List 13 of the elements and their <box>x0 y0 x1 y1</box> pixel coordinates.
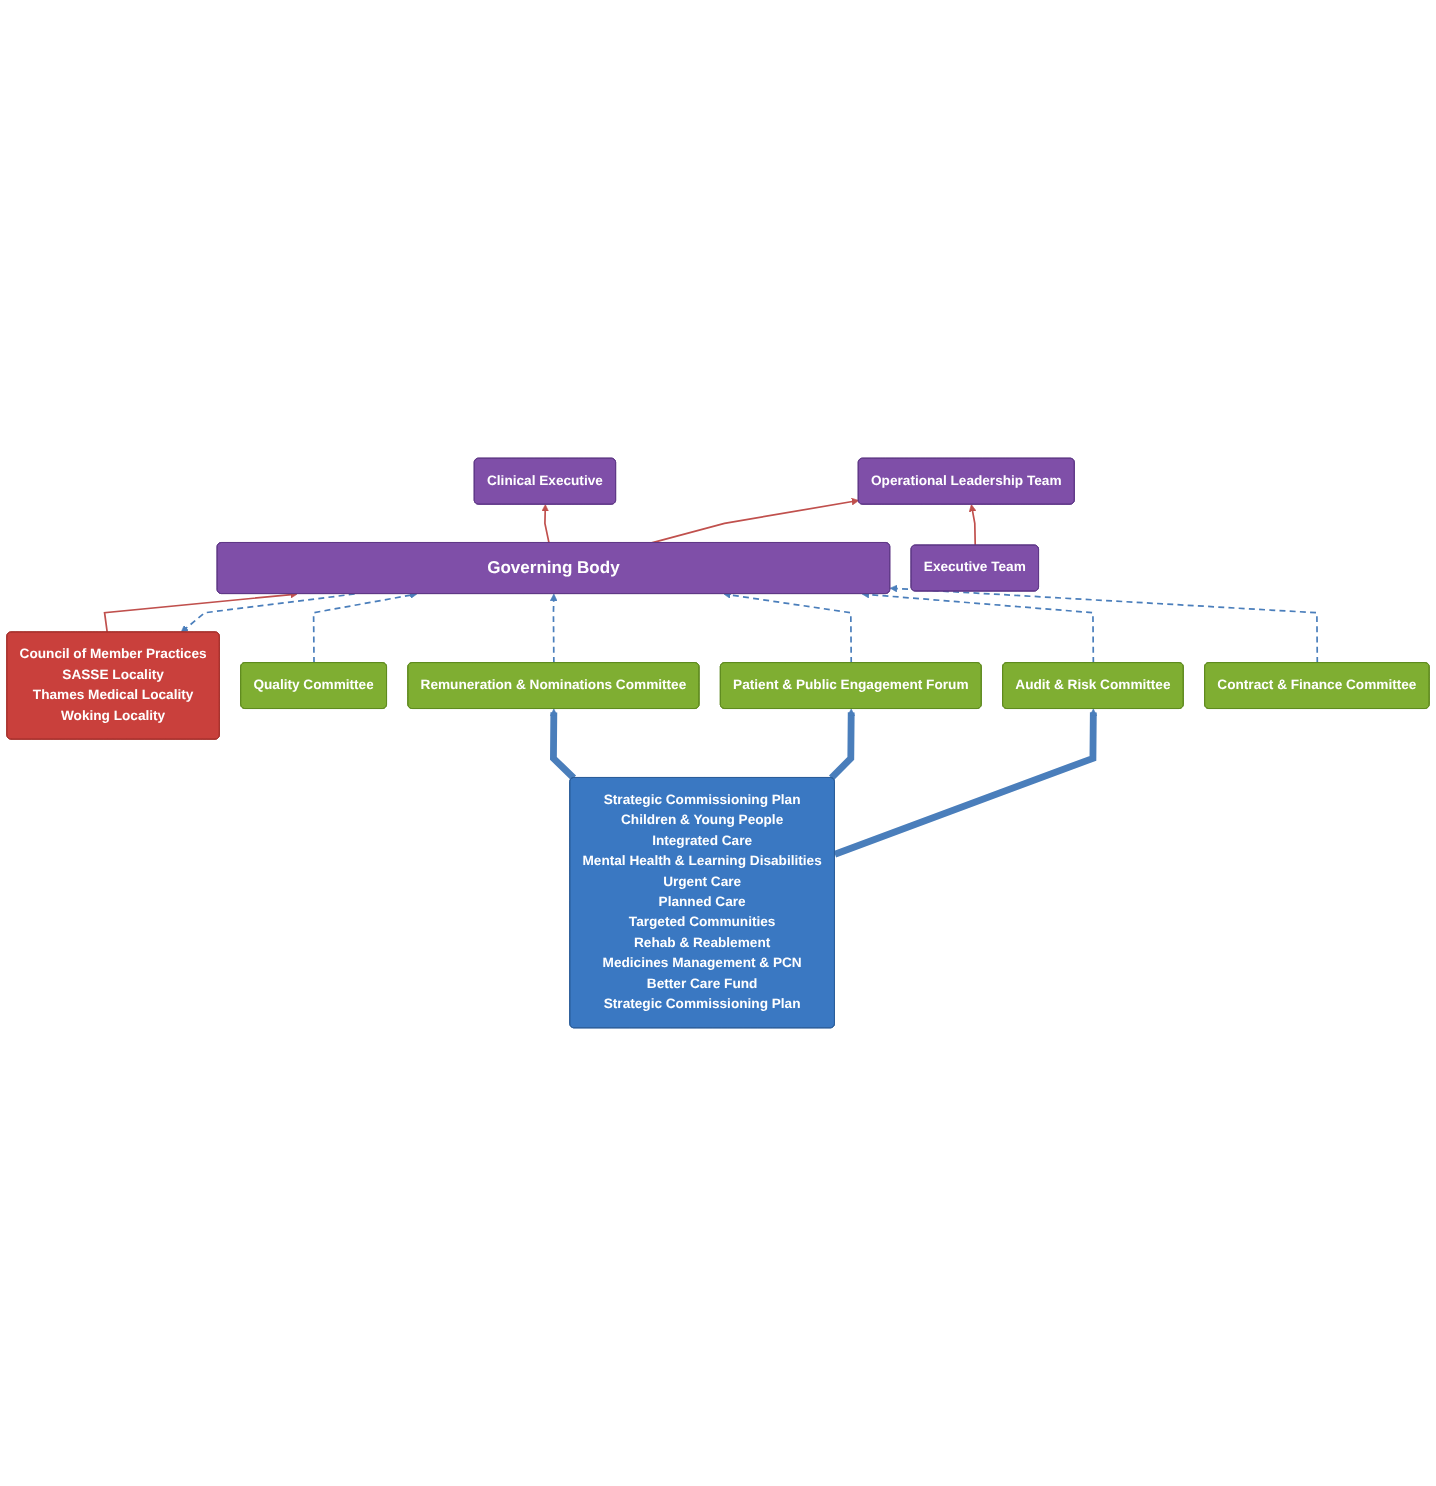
arrow <box>829 708 855 781</box>
arrow <box>541 504 550 544</box>
arrow <box>180 593 356 633</box>
arrow <box>861 590 1095 664</box>
arrow <box>103 590 298 634</box>
arrow <box>549 593 558 664</box>
arrow <box>650 497 859 544</box>
arrow <box>550 708 577 781</box>
arrow <box>833 708 1098 858</box>
arrow <box>889 584 1319 664</box>
arrow <box>723 591 853 664</box>
arrow <box>312 591 418 664</box>
arrow <box>968 504 977 547</box>
